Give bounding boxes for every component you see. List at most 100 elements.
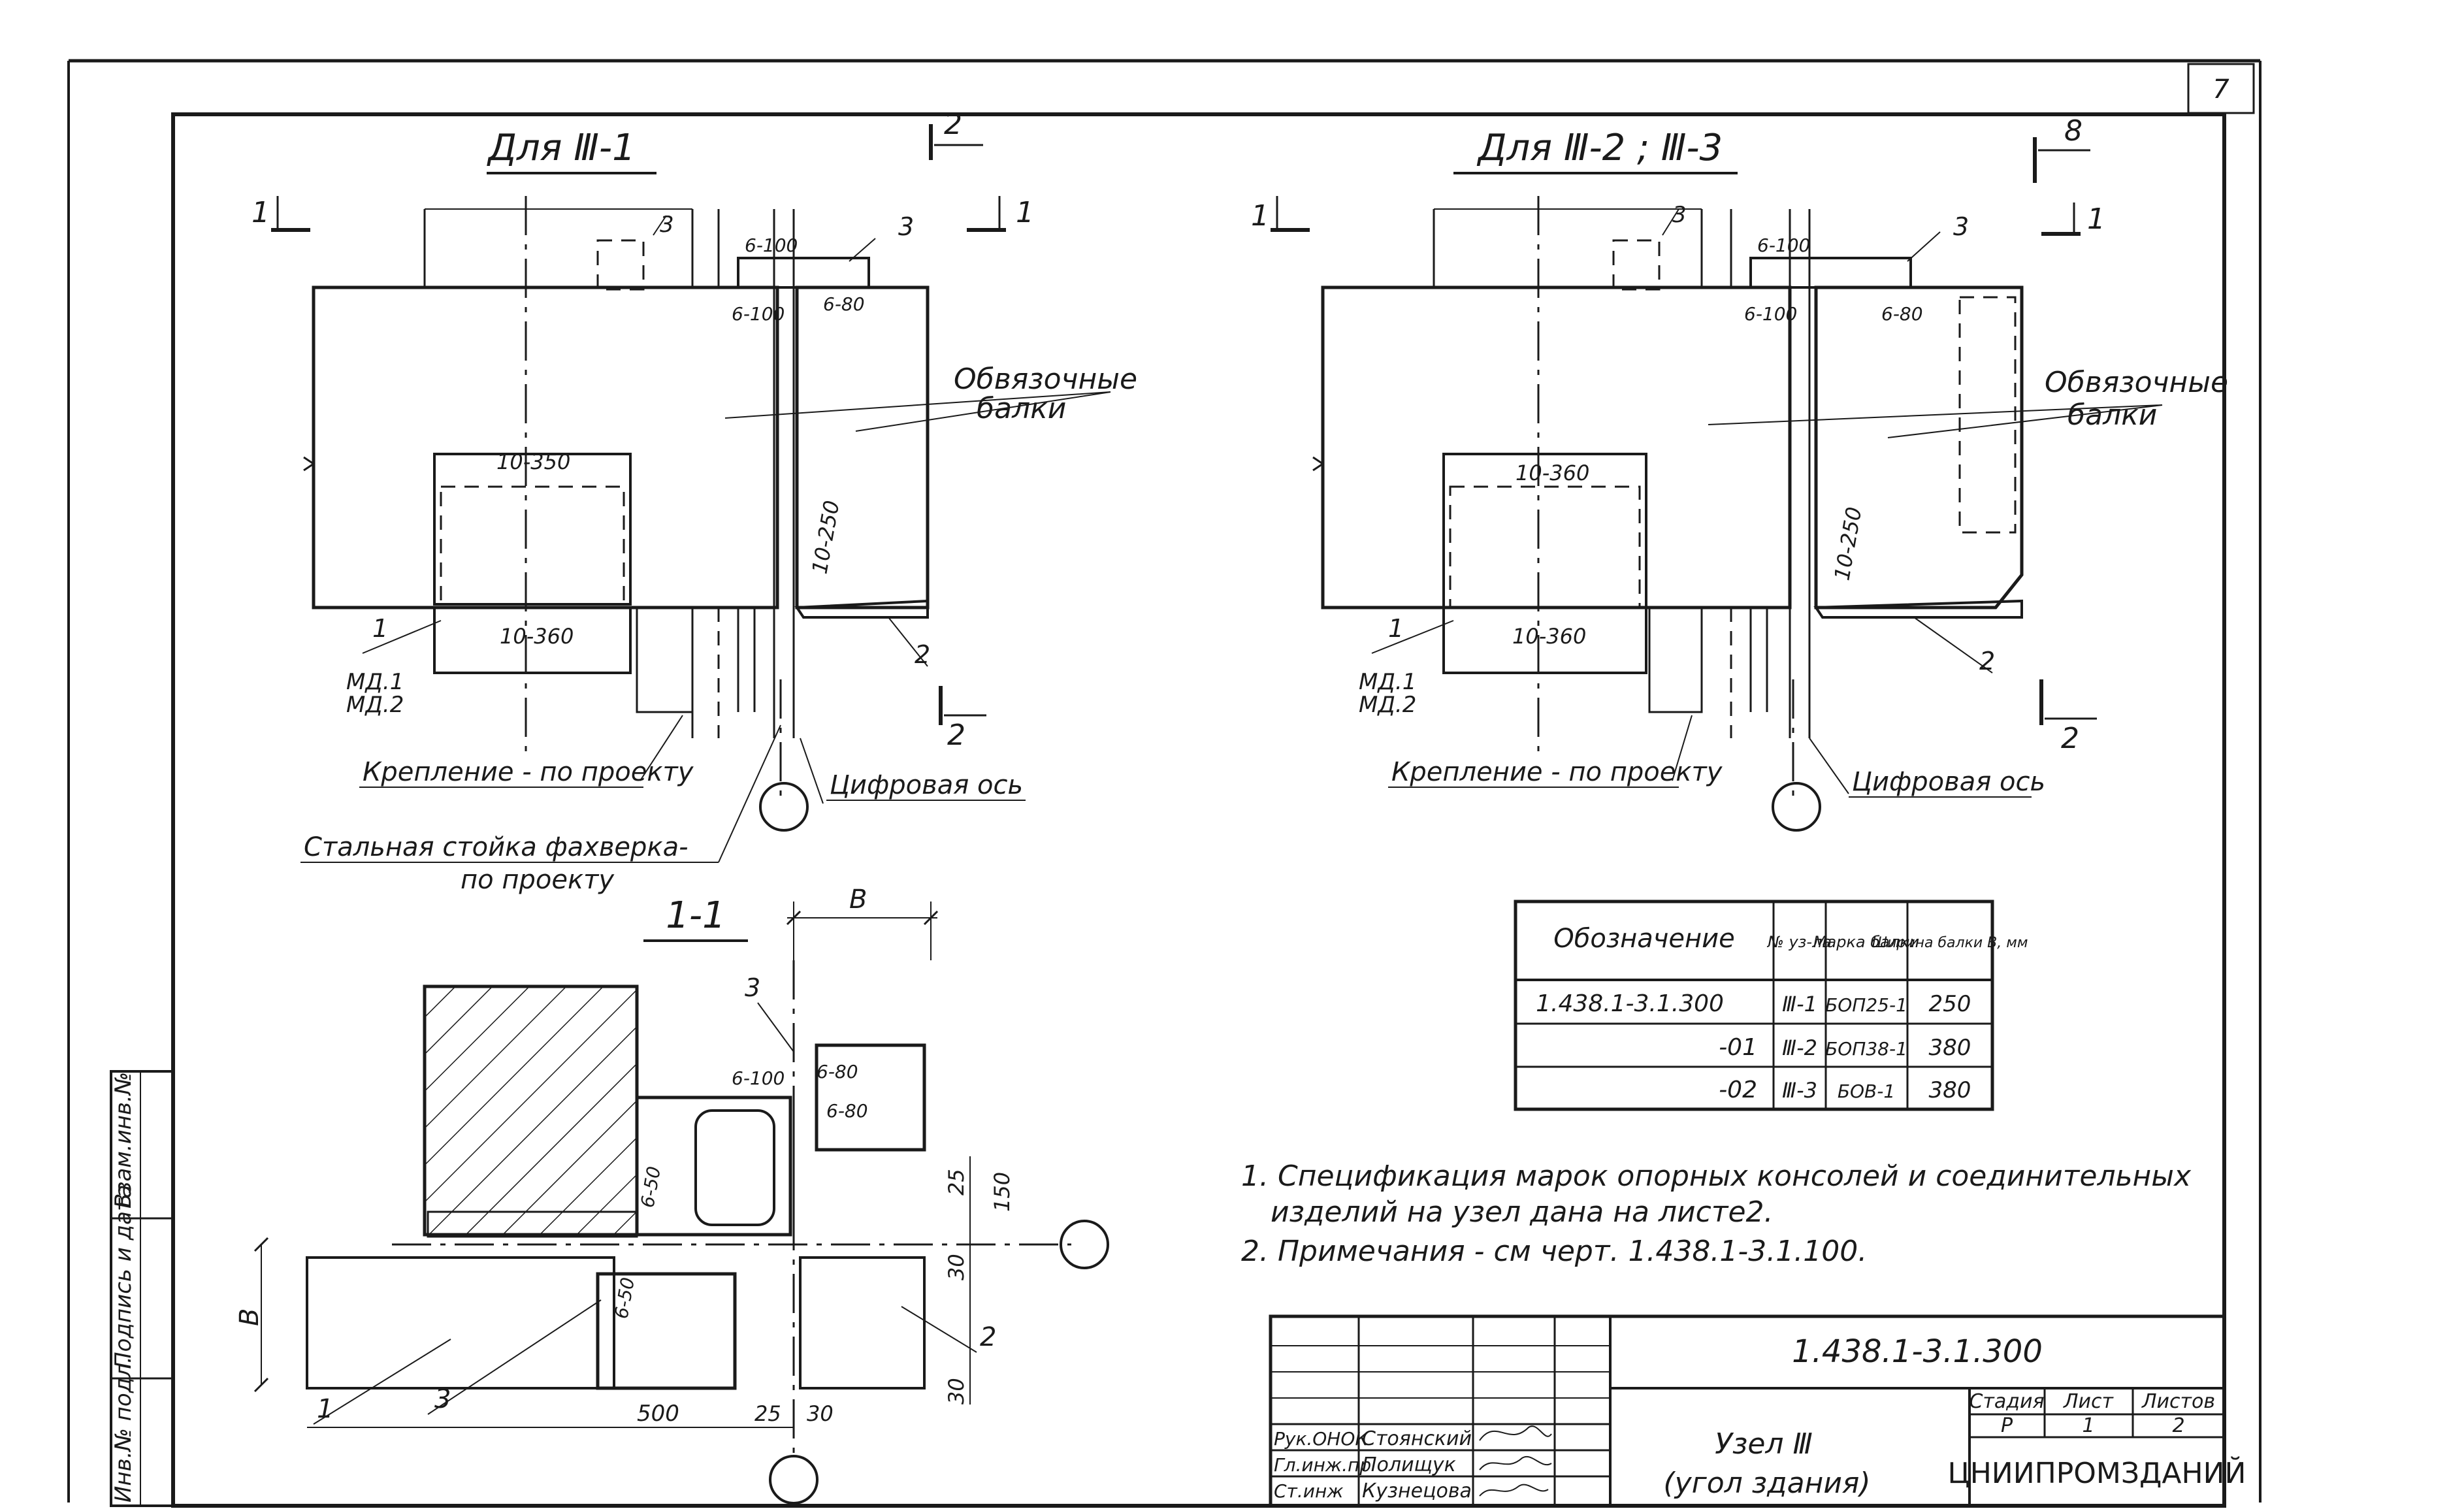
tie-beam-section [815,1043,926,1152]
outer-frame [67,59,2261,1503]
console-outline [433,453,632,606]
label-text: 6-100 [732,303,785,325]
person-3: Кузнецова [1362,1480,1472,1503]
cut-mark-2-left: 2 2 [929,108,986,752]
label-text: 3 [1672,202,1687,228]
signature-3 [1479,1484,1549,1497]
label-text: МД.1 [1359,669,1416,695]
label-text: Крепление - по проекту [1391,757,1723,787]
drawing-code: 1.438.1-3.1.300 [1792,1333,2043,1370]
label-text: МД.1 [346,669,404,695]
spec-cell: 380 [1929,1077,1971,1103]
label-text: 10-360 [1516,461,1589,485]
label-text: Обвязочные [954,363,1137,396]
signature-2 [1479,1455,1552,1470]
label-text: 6-80 [826,1100,868,1122]
spec-cell: 250 [1929,991,1971,1017]
label-text: 2 [980,1322,996,1352]
label-text: 2 [947,719,965,752]
tie-beam [1814,285,2024,609]
dim-b-left: В [235,1308,265,1326]
label-text: Крепление - по проекту [363,757,694,787]
label-text: Обвязочные [2045,366,2228,399]
label-text: 6-100 [745,235,798,256]
post-channel [635,1096,792,1237]
label-text: 1 [1016,196,1034,229]
label-text: 150 [990,1172,1014,1212]
spec-cell: Ⅲ-2 [1782,1035,1817,1060]
label-text: 25 [944,1169,969,1195]
cut-mark-1-left: 1 1 [251,196,1034,232]
drawing-name-1: Узел Ⅲ [1715,1427,1813,1461]
label-text: 6-80 [817,1061,858,1082]
note-2: 2. Примечания - см черт. 1.438.1-3.1.100… [1241,1235,1867,1268]
spec-header-beam-mark: Марка балки [1813,933,1919,951]
label-text: 10-360 [500,624,574,649]
lower-plate [596,1272,737,1390]
note-1-cont: изделий на узел дана на листе2. [1271,1195,1774,1229]
spec-cell: Ⅲ-1 [1782,992,1817,1016]
label-text: балки [977,392,1066,425]
label-text: 6-80 [823,293,865,315]
role-1: Рук.ОНОК [1274,1428,1369,1450]
label-text: 1 [1388,614,1404,643]
section-1-1: В В 500 25 30 25 150 30 3 [235,885,1109,1504]
right-view-title: Для Ⅲ-2 ; Ⅲ-3 [1476,127,1723,169]
sheets-value: 2 [2172,1414,2184,1437]
spec-cell: БОП38-1 [1825,1038,1907,1060]
md-plate [1442,606,1647,674]
label-text: 10-360 [1512,624,1586,649]
label-text: 6-100 [732,1067,785,1089]
axis-bubble-section-bottom [769,1455,819,1504]
person-1: Стоянский [1362,1427,1472,1450]
side-stamp: Инв.№ подл. Подпись и дата Взам.инв.№ [110,1070,174,1507]
label-text: 2 [944,108,962,141]
inner-frame [171,63,2255,1508]
label-text: 30 [807,1401,834,1426]
label-text: 30 [944,1254,969,1280]
right-view: 3 3 6-100 6-100 6-80 10-360 10-360 10-25… [1312,196,2228,832]
label-text: 3 [898,212,914,241]
label-text: 6-80 [1881,303,1923,325]
sheet-number: 7 [2213,74,2229,105]
label-text: 1 [317,1394,333,1424]
label-text: 1 [1251,199,1269,233]
label-text: 30 [944,1378,969,1405]
spec-cell: БОВ-1 [1838,1080,1895,1102]
label-text: балки [2067,398,2157,432]
axis-bubble-left [759,782,809,832]
label-text: Стальная стойка фахверка- [304,832,689,862]
sheet-value: 1 [2082,1414,2094,1437]
label-text: 1 [372,614,388,643]
label-text: 1 [2087,203,2105,236]
spec-cell: БОП25-1 [1825,994,1907,1016]
organization: ЦНИИПРОМЗДАНИЙ [1948,1455,2246,1490]
label-text: 25 [754,1401,781,1426]
label-text: 500 [637,1401,679,1427]
left-view-title: Для Ⅲ-1 [486,127,635,169]
stage-value: Р [2001,1414,2013,1437]
signature-1 [1479,1425,1552,1441]
stamp-inv-podl: Инв.№ подл. [110,1356,137,1503]
label-text: 2 [2061,722,2079,755]
stamp-vzam-inv: Взам.инв.№ [110,1072,137,1209]
label-text: 3 [434,1384,451,1414]
drawing-name-2: (угол здания) [1663,1467,1870,1500]
spec-cell: Ⅲ-3 [1782,1078,1817,1103]
label-text: Цифровая ось [1852,767,2045,797]
label-text: Цифровая ось [830,770,1023,800]
label-text: 3 [660,212,674,238]
sheet-header: Лист [2063,1390,2115,1413]
axis-bubble-right [1772,782,1821,832]
note-1: 1. Спецификация марок опорных консолей и… [1241,1160,2192,1193]
label-text: 1 [251,196,270,229]
spec-header-beam-width: Ширина балки В, мм [1872,935,2028,951]
dim-b-top: В [849,885,867,915]
label-text: 6-100 [1744,303,1797,325]
label-text: 2 [1979,647,1995,675]
stage-header: Стадия [1969,1390,2044,1413]
concrete-wall [423,984,639,1237]
label-text: 8 [2064,114,2083,148]
title-block: Рук.ОНОК Гл.инж.пр Ст.инж Стоянский Поли… [1269,1314,2246,1508]
